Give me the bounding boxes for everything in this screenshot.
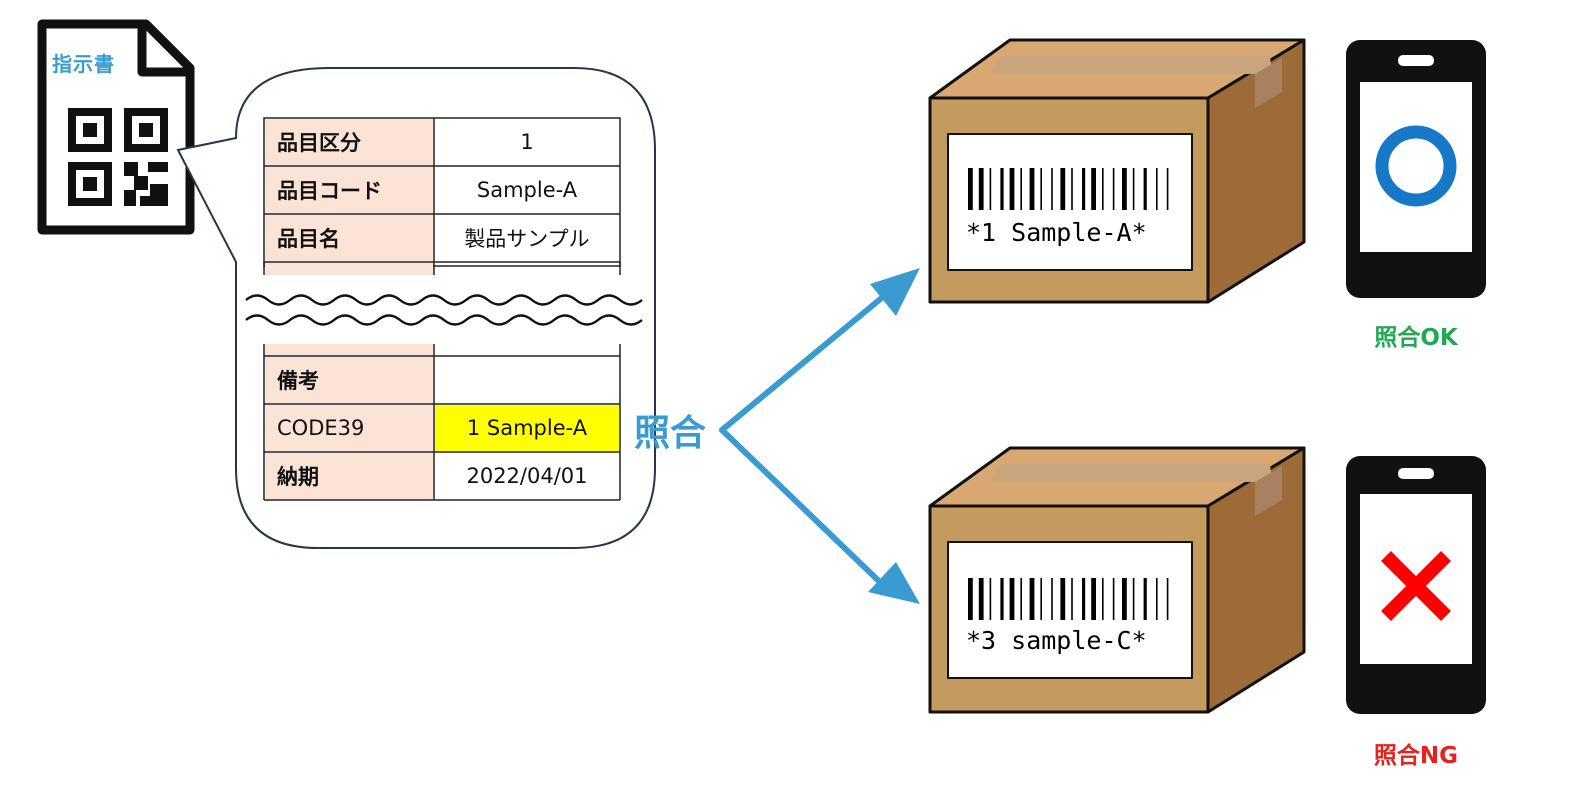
compare-label: 照合 xyxy=(634,413,707,454)
barcode-1 xyxy=(968,168,1169,210)
table-value-item-code: Sample-A xyxy=(435,167,619,213)
table-value-due-date: 2022/04/01 xyxy=(435,453,619,499)
table-label-item-code: 品目コード xyxy=(265,167,433,213)
table-cut-label-bottom xyxy=(265,344,433,356)
table-value-item-name: 製品サンプル xyxy=(435,215,619,261)
barcode-text-2: *3 sample-C* xyxy=(966,626,1147,655)
arrow-head-down xyxy=(868,562,920,604)
qr-code-icon xyxy=(68,108,168,206)
table-label-remarks: 備考 xyxy=(265,357,433,403)
document-title: 指示書 xyxy=(52,52,115,76)
table-value-item-category: 1 xyxy=(435,119,619,165)
table-label-code39: CODE39 xyxy=(265,405,433,451)
result-label-ok: 照合OK xyxy=(1374,325,1458,351)
table-value-code39: 1 Sample-A xyxy=(435,405,619,451)
table-label-item-name: 品目名 xyxy=(265,215,433,261)
table-cut-label-top xyxy=(265,263,433,275)
cross-ng-icon xyxy=(1381,551,1451,621)
barcode-2 xyxy=(968,578,1169,620)
result-label-ng: 照合NG xyxy=(1373,743,1459,769)
table-grid-top xyxy=(263,117,621,275)
compare-arrows xyxy=(719,293,887,589)
table-value-remarks xyxy=(435,357,619,403)
table-label-item-category: 品目区分 xyxy=(265,119,433,165)
break-wave xyxy=(245,294,643,326)
cardboard-box-2 xyxy=(928,446,1306,714)
table-label-due-date: 納期 xyxy=(265,453,433,499)
table-grid-bottom xyxy=(263,344,621,501)
arrow-head-up xyxy=(870,268,920,316)
barcode-text-1: *1 Sample-A* xyxy=(966,218,1147,247)
circle-ok-icon xyxy=(1375,125,1457,207)
cardboard-box-1 xyxy=(928,38,1306,304)
smartphone-ok xyxy=(1346,40,1486,298)
